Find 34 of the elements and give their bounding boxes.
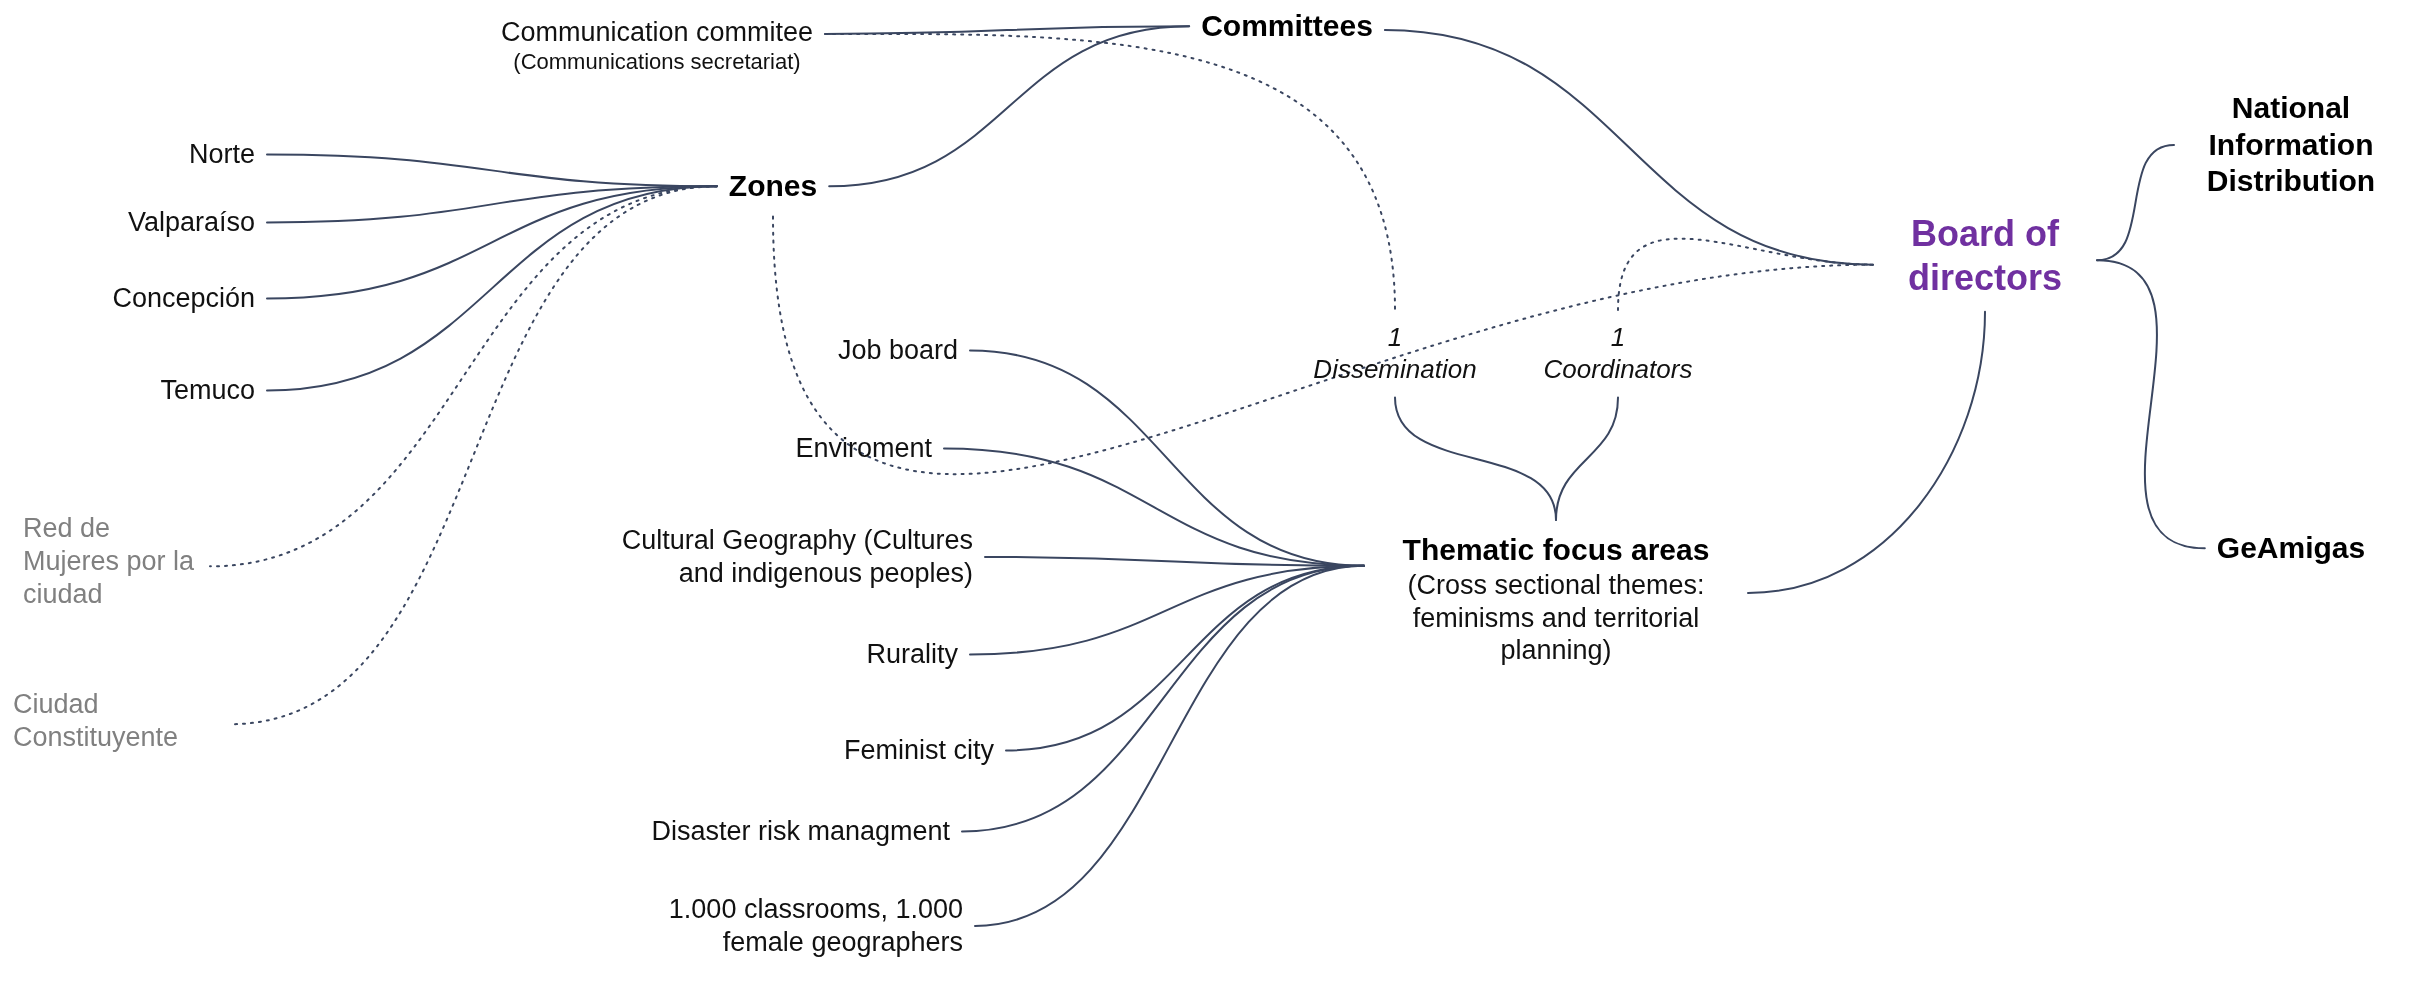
heading-text: 1 bbox=[1609, 322, 1627, 354]
heading-label: Zones bbox=[728, 168, 818, 205]
connector-line bbox=[2096, 259, 2206, 550]
connector-line bbox=[828, 25, 1191, 188]
dotted-connector bbox=[1617, 237, 1874, 311]
heading-text: Thematic focus areas bbox=[1401, 532, 1711, 568]
dotted-connector bbox=[772, 215, 1874, 475]
subtitle-text: (Cross sectional themes: feminisms and territorial planning) bbox=[1406, 568, 1706, 668]
label: Enviroment bbox=[795, 432, 932, 465]
label: Ciudad Constituyente bbox=[13, 688, 218, 754]
label: Job board bbox=[837, 334, 958, 367]
heading-label: GeAmigas bbox=[2216, 530, 2366, 567]
label: Temuco bbox=[160, 374, 255, 407]
label: Disaster risk managment bbox=[651, 815, 950, 848]
connector-line bbox=[1747, 310, 1986, 594]
subtitle-text: (Communications secretariat) bbox=[512, 48, 802, 76]
subtitle-text: Coordinators bbox=[1543, 353, 1693, 386]
label: Valparaíso bbox=[127, 206, 255, 239]
heading-text: Communication commitee bbox=[500, 16, 814, 49]
label: Rurality bbox=[866, 638, 958, 671]
connector-line bbox=[974, 564, 1365, 927]
connector-line bbox=[1555, 396, 1619, 521]
heading-label: National Information Distribution bbox=[2186, 90, 2396, 200]
heading-text: 1 bbox=[1386, 322, 1404, 354]
label: Concepción bbox=[112, 282, 255, 315]
heading-label: Board of directors bbox=[1885, 212, 2085, 300]
subtitle-text: Dissemination bbox=[1313, 353, 1477, 386]
dotted-connector bbox=[824, 32, 1396, 311]
label: Cultural Geography (Cultures and indigenous peoples) bbox=[573, 524, 973, 590]
label: Red de Mujeres por la ciudad bbox=[23, 512, 198, 611]
label: 1.000 classrooms, 1.000 female geographers bbox=[633, 893, 963, 959]
label: Feminist city bbox=[843, 734, 994, 767]
label: Norte bbox=[188, 138, 255, 171]
heading-label: Committees bbox=[1201, 8, 1373, 45]
